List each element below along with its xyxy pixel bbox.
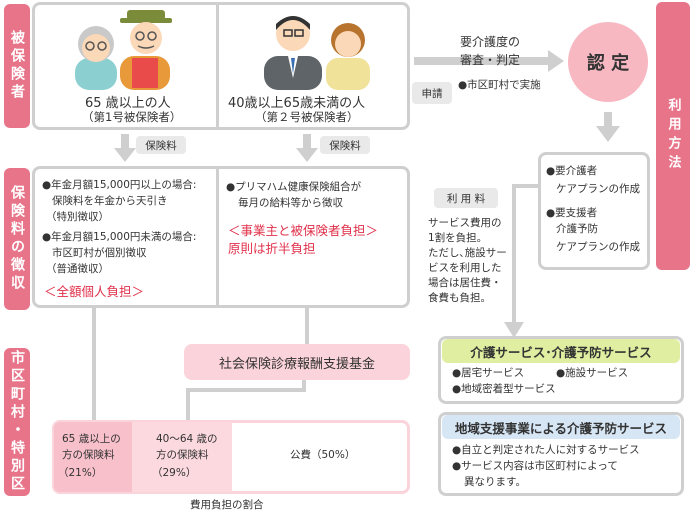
- municipality-side-label: 市区町村・特別区: [4, 348, 30, 496]
- service-item-facility: ●施設サービス: [556, 367, 629, 379]
- usage-fee-line-4: ビスを利用した: [428, 262, 502, 274]
- collection-left-burden: ＜全額個人負担＞: [44, 284, 145, 299]
- collection-right-line-2: 毎月の給料等から徴収: [238, 197, 343, 209]
- usage-fee-line-2: 1割を負担。: [428, 232, 488, 244]
- usage-method-side-label: 利用方法: [656, 2, 690, 270]
- services-title-bar: 介護サービス･介護予防サービス: [442, 339, 680, 363]
- collection-right-line-1: ●プリマハム健康保険組合が: [226, 181, 362, 193]
- certification-label: 認 定: [586, 53, 630, 74]
- care-plan-line-2: ケアプランの作成: [556, 183, 640, 195]
- care-plan-line-5: ケアプランの作成: [556, 241, 640, 253]
- service-item-community: ●地域密着型サービス: [452, 383, 556, 395]
- insured-side-label: 被保険者: [4, 4, 30, 128]
- usage-fee-line-5: 場合は居住費・: [428, 277, 502, 289]
- group2-subtitle: （第２号被保険者）: [255, 110, 359, 124]
- collection-left-line-2: 保険料を年金から天引き: [52, 195, 168, 207]
- premium-collection-side-label: 保険料の徴収: [4, 168, 30, 310]
- seg2-line-1: 40〜64 歳の: [156, 433, 218, 445]
- connector-line: [186, 390, 190, 420]
- collection-right-burden-1: ＜事業主と被保険者負担＞: [228, 223, 379, 238]
- elderly-couple-illustration: [75, 10, 172, 90]
- review-note: ●市区町村で実施: [458, 79, 541, 91]
- collection-left-line-5: 市区町村が個別徴収: [52, 247, 147, 259]
- support-fund-title: 社会保険診療報酬支援基金: [218, 356, 375, 372]
- group1-title: 65 歳以上の人: [85, 96, 171, 111]
- care-plan-line-3: ●要支援者: [546, 207, 598, 219]
- premium-label-left: 保険料: [136, 136, 186, 154]
- seg3-public-funds: 公費（50%）: [290, 449, 356, 461]
- collection-left-line-4: ●年金月額15,000円未満の場合:: [42, 231, 197, 243]
- collection-left-line-1: ●年金月額15,000円以上の場合:: [42, 179, 197, 191]
- insured-divider: [216, 4, 219, 128]
- review-title-2: 審査・判定: [460, 53, 521, 67]
- seg1-line-3: （21%）: [58, 467, 103, 479]
- care-plan-line-1: ●要介護者: [546, 165, 598, 177]
- collection-right-burden-2: 原則は折半負担: [228, 241, 316, 256]
- regional-item-3: 異なります。: [464, 476, 526, 488]
- seg2-line-2: 方の保険料: [156, 449, 209, 461]
- collection-left-line-3: （特別徴収）: [46, 211, 109, 223]
- usage-fee-line-6: 食費も負担。: [428, 292, 491, 304]
- premium-arrow-left: [114, 134, 136, 162]
- group1-subtitle: （第1号被保険者）: [82, 110, 182, 124]
- connector-line: [92, 305, 96, 425]
- regional-item-1: ●自立と判定された人に対するサービス: [452, 444, 640, 456]
- premium-arrow-right: [296, 134, 318, 162]
- seg2-line-3: （29%）: [152, 467, 197, 479]
- review-title-1: 要介護度の: [460, 35, 521, 49]
- support-fund-box: 社会保険診療報酬支援基金: [184, 344, 410, 380]
- services-title: 介護サービス･介護予防サービス: [470, 344, 652, 360]
- connector-line: [512, 184, 540, 188]
- regional-title: 地域支援事業による介護予防サービス: [454, 420, 668, 436]
- premium-label-right: 保険料: [320, 136, 370, 154]
- cost-share-caption: 費用負担の割合: [190, 499, 264, 511]
- connector-line: [512, 184, 516, 330]
- care-plan-line-4: 介護予防: [556, 223, 598, 235]
- collection-divider: [216, 168, 219, 306]
- collection-box: [32, 166, 410, 308]
- usage-fee-line-1: サービス費用の: [428, 217, 502, 229]
- application-arrow: [414, 50, 564, 72]
- service-item-home: ●居宅サービス: [452, 367, 525, 379]
- certification-circle: 認 定: [568, 22, 648, 102]
- certification-down-arrow: [596, 112, 620, 142]
- group2-title: 40歳以上65歳未満の人: [228, 96, 366, 111]
- apply-label: 申請: [412, 82, 452, 104]
- cost-share-seg-40to64: [132, 422, 232, 492]
- usage-fee-line-3: ただし､施設サー: [428, 247, 507, 259]
- connector-line: [186, 388, 306, 392]
- services-down-arrow: [504, 322, 524, 338]
- premium-label-left-text: 保険料: [145, 139, 177, 152]
- seg1-line-2: 方の保険料: [62, 449, 115, 461]
- usage-fee-label: 利 用 料: [434, 188, 498, 208]
- connector-line: [305, 305, 309, 345]
- usage-fee-label-text: 利 用 料: [446, 192, 486, 205]
- care-plan-box: [538, 152, 650, 270]
- seg1-line-1: 65 歳以上の: [62, 433, 121, 445]
- middle-aged-couple-illustration: [264, 16, 370, 90]
- regional-item-2: ●サービス内容は市区町村によって: [452, 460, 618, 472]
- collection-left-line-6: （普通徴収）: [46, 263, 109, 275]
- regional-title-bar: 地域支援事業による介護予防サービス: [442, 415, 680, 439]
- cost-share-seg-65plus: [54, 422, 132, 492]
- connector-line: [302, 378, 306, 392]
- apply-label-text: 申請: [421, 87, 443, 100]
- premium-label-right-text: 保険料: [329, 139, 361, 152]
